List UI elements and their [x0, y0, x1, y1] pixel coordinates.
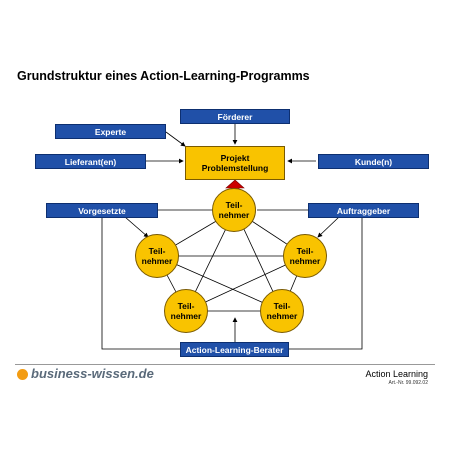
participant-label-line1: Teil-	[148, 246, 166, 256]
logo-text: business-wissen.de	[31, 366, 154, 381]
projekt-label-line2: Problemstellung	[201, 163, 269, 173]
participant-label-line2: nehmer	[289, 256, 321, 266]
participant-top: Teil- nehmer	[212, 188, 256, 232]
participant-label-line1: Teil-	[177, 301, 195, 311]
foerderer-box: Förderer	[180, 109, 290, 124]
kunde-box: Kunde(n)	[318, 154, 429, 169]
participant-left: Teil- nehmer	[135, 234, 179, 278]
berater-label: Action-Learning-Berater	[185, 344, 284, 355]
line-experte-projekt	[165, 131, 186, 147]
line-auftraggeber-tn-right	[317, 216, 340, 238]
auftraggeber-box: Auftraggeber	[308, 203, 419, 218]
logo-dot-icon	[17, 369, 28, 380]
berater-box: Action-Learning-Berater	[180, 342, 289, 357]
participant-label-line2: nehmer	[141, 256, 173, 266]
participant-label-line1: Teil-	[296, 246, 314, 256]
diagram-title: Grundstruktur eines Action-Learning-Prog…	[17, 69, 310, 83]
participant-label-line2: nehmer	[170, 311, 202, 321]
experte-label: Experte	[94, 126, 127, 137]
line-vorgesetzte-tn-left	[124, 216, 149, 238]
footer-product: Action Learning	[365, 369, 428, 379]
participant-label-line1: Teil-	[273, 301, 291, 311]
auftraggeber-label: Auftraggeber	[336, 205, 391, 216]
footer-article: Art.-Nr. 99.092.02	[388, 380, 428, 386]
footer-divider	[15, 364, 435, 365]
vorgesetzte-label: Vorgesetzte	[78, 205, 126, 216]
experte-box: Experte	[55, 124, 166, 139]
vorgesetzte-box: Vorgesetzte	[46, 203, 158, 218]
projekt-label-line1: Projekt	[220, 153, 250, 163]
kunde-label: Kunde(n)	[354, 156, 393, 167]
lieferant-box: Lieferant(en)	[35, 154, 146, 169]
line-vorgesetzte-berater	[101, 217, 180, 350]
participant-label-line1: Teil-	[225, 200, 243, 210]
lieferant-label: Lieferant(en)	[64, 156, 117, 167]
participant-bottom-right: Teil- nehmer	[260, 289, 304, 333]
projekt-box: Projekt Problemstellung	[185, 146, 285, 180]
line-auftraggeber-berater	[289, 217, 363, 350]
participant-label-line2: nehmer	[266, 311, 298, 321]
foerderer-label: Förderer	[217, 111, 253, 122]
participant-right: Teil- nehmer	[283, 234, 327, 278]
participant-bottom-left: Teil- nehmer	[164, 289, 208, 333]
participant-label-line2: nehmer	[218, 210, 250, 220]
